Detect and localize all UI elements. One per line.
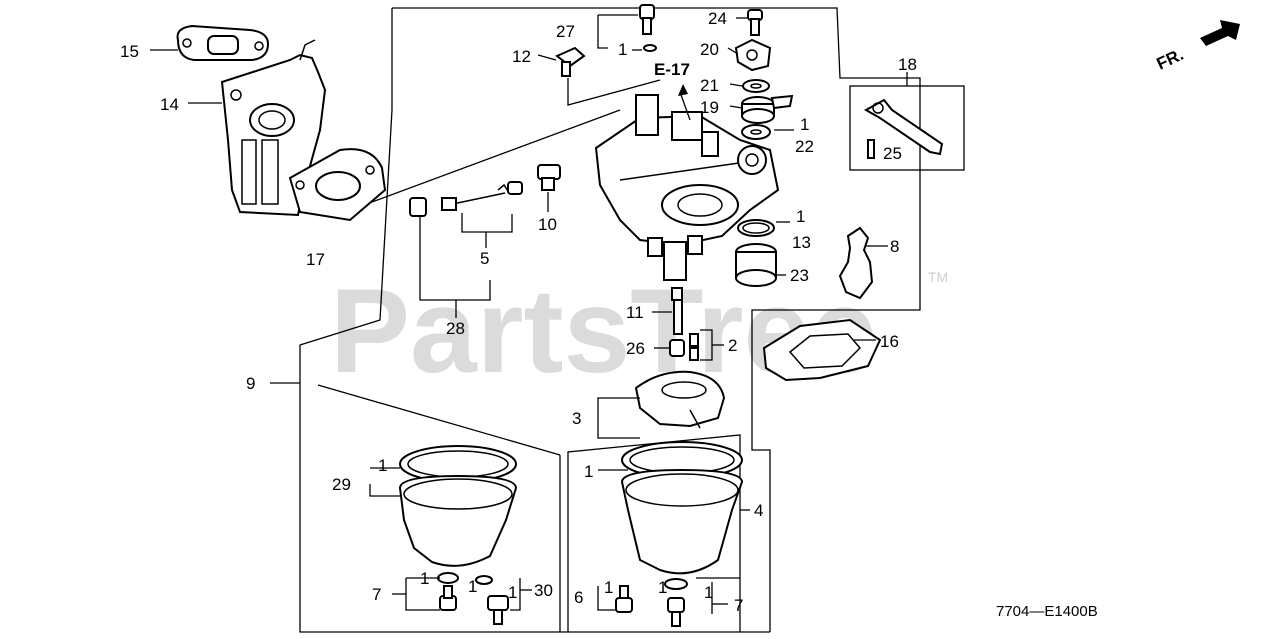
callout-1: 1 (584, 462, 593, 481)
part-2-screw-set (689, 333, 699, 361)
callout-1: 1 (800, 115, 809, 134)
carburetor-body (594, 94, 780, 281)
callout-18: 18 (898, 55, 917, 74)
part-10-screw (537, 164, 561, 191)
front-label: FR. (1154, 45, 1187, 74)
callout-11: 11 (626, 303, 644, 322)
part-19-holder (741, 94, 794, 124)
callout-7: 7 (372, 585, 381, 604)
callout-10: 10 (538, 215, 557, 234)
part-25-pin (867, 139, 875, 159)
part-1-oring-top (643, 44, 657, 52)
leader-lines (369, 14, 908, 614)
callout-20: 20 (700, 40, 719, 59)
callout-1: 1 (508, 583, 517, 602)
ref-arrow-icon (678, 84, 688, 96)
ref-label: E-17 (654, 60, 690, 79)
callout-22: 22 (795, 137, 814, 156)
part-4-float-bowl (620, 441, 744, 575)
callout-24: 24 (708, 9, 727, 28)
part-17-gasket (288, 148, 387, 222)
callout-3: 3 (572, 409, 581, 428)
callout-16: 16 (880, 332, 899, 351)
callout-9: 9 (246, 374, 255, 393)
callout-4: 4 (754, 501, 763, 520)
part-6-bolt (615, 585, 633, 613)
part-12-valve (555, 46, 586, 77)
callout-25: 25 (883, 144, 902, 163)
callout-1: 1 (618, 40, 627, 59)
part-5-screw-set (409, 181, 523, 217)
part-26-jet (669, 339, 685, 357)
part-27-screw (639, 4, 655, 35)
callout-27: 27 (556, 22, 575, 41)
part-23-jet-holder (735, 243, 777, 287)
part-20-plate (734, 38, 772, 72)
callout-15: 15 (120, 42, 139, 61)
callout-23: 23 (790, 266, 809, 285)
part-16-gasket (762, 318, 882, 382)
front-arrow-icon (1200, 20, 1240, 46)
part-30-drain-screw (487, 595, 509, 625)
callout-2: 2 (728, 336, 737, 355)
diagram-code: 7704—E1400B (996, 603, 1098, 620)
part-1-washer-left (437, 572, 459, 584)
watermark-trademark: TM (928, 269, 948, 285)
part-18-lever (863, 98, 944, 156)
callout-5: 5 (480, 249, 489, 268)
callout-6: 6 (574, 588, 583, 607)
callout-17: 17 (306, 250, 325, 269)
part-22-washer (741, 124, 771, 140)
callout-30: 30 (534, 581, 553, 600)
callout-7: 7 (734, 596, 743, 615)
callout-1: 1 (704, 583, 713, 602)
callout-12: 12 (512, 47, 531, 66)
part-11-tube (671, 287, 683, 335)
callout-19: 19 (700, 98, 719, 117)
callout-1: 1 (420, 569, 429, 588)
part-3-float (634, 370, 726, 429)
part-13-oring (737, 219, 775, 237)
part-7-bolt-right (667, 597, 685, 627)
part-21-washer (742, 79, 770, 93)
callout-1: 1 (468, 577, 477, 596)
callout-28: 28 (446, 319, 465, 338)
callout-1: 1 (604, 578, 613, 597)
part-1-washer-right (664, 578, 688, 590)
callout-1: 1 (658, 578, 667, 597)
callout-1: 1 (378, 456, 387, 475)
callout-8: 8 (890, 237, 899, 256)
part-24-screw (747, 9, 763, 36)
callout-21: 21 (700, 76, 719, 95)
part-7-bolt-left (439, 585, 457, 611)
part-29-float-bowl (398, 445, 518, 567)
callout-29: 29 (332, 475, 351, 494)
callout-26: 26 (626, 339, 645, 358)
part-1-oring-30 (475, 575, 493, 585)
callout-1: 1 (796, 207, 805, 226)
part-15-gasket (176, 24, 270, 61)
callout-14: 14 (160, 95, 179, 114)
callout-13: 13 (792, 233, 811, 252)
part-8-valve (838, 226, 874, 300)
